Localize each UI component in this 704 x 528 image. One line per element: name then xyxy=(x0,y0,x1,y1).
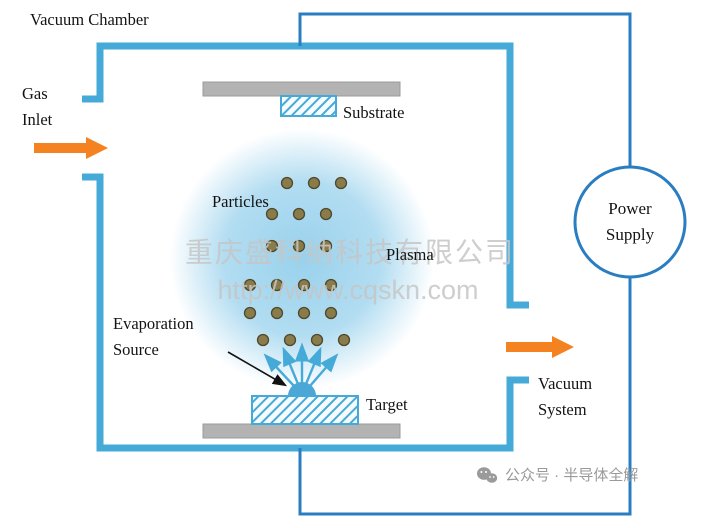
footer-watermark: 公众号 · 半导体全解 xyxy=(476,464,638,485)
particle-dot xyxy=(292,239,306,253)
evaporation-source-label-line2: Source xyxy=(113,340,159,359)
particle-dot xyxy=(337,333,351,347)
power-supply-label-line1: Power xyxy=(608,199,652,218)
particle-dot xyxy=(270,306,284,320)
particle-dot xyxy=(265,207,279,221)
particles-group xyxy=(243,176,351,347)
particle-dot xyxy=(324,278,338,292)
wire-bottom xyxy=(298,277,632,516)
watermark-company: 重庆盛科纳科技有限公司 xyxy=(184,237,516,268)
particle-dot xyxy=(324,306,338,320)
evaporation-dome xyxy=(288,382,316,396)
particles-label: Particles xyxy=(212,192,269,211)
particle-dot xyxy=(243,306,257,320)
power-supply-label-line2: Supply xyxy=(605,225,655,244)
particle-dot xyxy=(283,333,297,347)
target-block xyxy=(251,395,359,425)
evaporation-pointer-arrow xyxy=(227,351,288,387)
power-supply-circle xyxy=(573,165,687,279)
chamber-wall-lower xyxy=(82,173,529,452)
vacuum-system-label-line1: Vacuum xyxy=(538,374,593,393)
substrate-block xyxy=(280,95,337,117)
evaporation-source-label-line1: Evaporation xyxy=(113,314,194,333)
particle-dot xyxy=(292,207,306,221)
particle-dot xyxy=(297,278,311,292)
wire-top xyxy=(298,12,632,167)
vacuum-chamber-label: Vacuum Chamber xyxy=(30,10,149,29)
footer-watermark-text: 公众号 · 半导体全解 xyxy=(505,467,639,484)
substrate-label: Substrate xyxy=(343,103,405,122)
particle-dot xyxy=(256,333,270,347)
plasma-label: Plasma xyxy=(386,245,434,264)
particle-dot xyxy=(319,239,333,253)
chamber-wall-upper xyxy=(82,42,529,309)
wechat-icon xyxy=(477,466,498,483)
gas-inlet-label-line1: Gas xyxy=(22,84,48,103)
bottom-electrode-bar xyxy=(202,423,401,439)
particle-dot xyxy=(270,278,284,292)
sputter-arrows xyxy=(263,342,339,387)
gas-inlet-label-line2: Inlet xyxy=(22,110,53,129)
top-electrode-bar xyxy=(202,81,401,97)
watermark-url: http://www.cqskn.com xyxy=(217,275,479,305)
vacuum-system-label-line2: System xyxy=(538,400,587,419)
particle-dot xyxy=(310,333,324,347)
particle-dot xyxy=(297,306,311,320)
target-label: Target xyxy=(366,395,408,414)
particle-dot xyxy=(265,239,279,253)
particle-dot xyxy=(243,278,257,292)
particle-dot xyxy=(334,176,348,190)
particle-dot xyxy=(307,176,321,190)
particle-dot xyxy=(280,176,294,190)
power-supply-label: Power Supply xyxy=(570,196,690,248)
gas-inlet-arrow xyxy=(34,137,108,159)
particle-dot xyxy=(319,207,333,221)
vacuum-system-arrow xyxy=(506,336,574,358)
